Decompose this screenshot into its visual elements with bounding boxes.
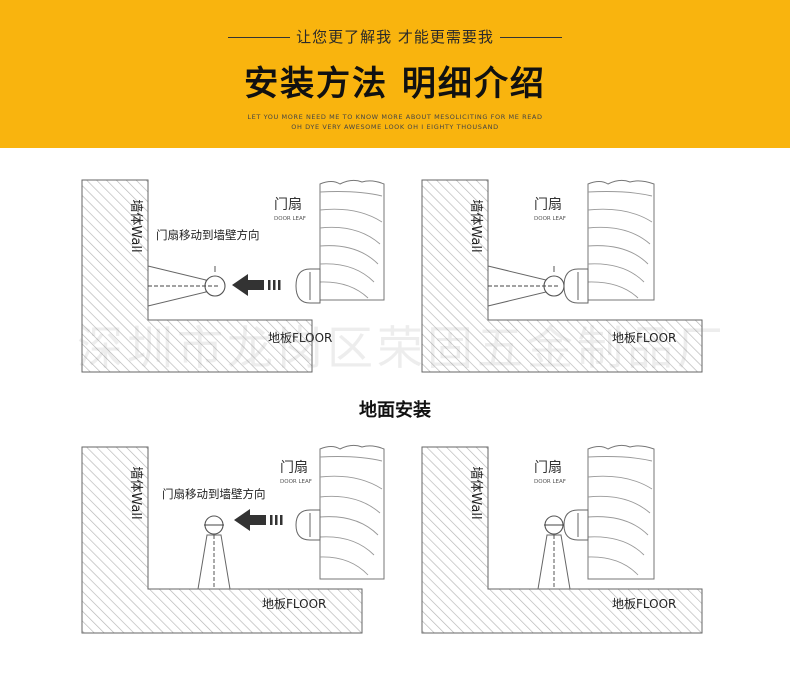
door-stop-catch (295, 509, 321, 541)
diagram-wall-mount-before: 墙体Wall 门扇移动到墙壁方向 门扇 DOOR LEAF 地板FLOOR (81, 179, 385, 373)
section-title-floor-install: 地面安装 (359, 400, 431, 421)
wall-label: 墙体Wall (468, 199, 483, 252)
door-label: 门扇 (534, 197, 562, 213)
floor-door-stopper (537, 515, 571, 590)
move-label: 门扇移动到墙壁方向 (156, 228, 260, 242)
arrow-left-icon (234, 509, 283, 531)
floor-label: 地板FLOOR (268, 331, 332, 345)
wall-label: 墙体Wall (128, 466, 143, 519)
door-leaf-label: DOOR LEAF (534, 216, 566, 222)
door-label: 门扇 (274, 197, 302, 213)
wall-door-stopper (147, 265, 226, 307)
door-leaf-label: DOOR LEAF (280, 479, 312, 485)
wall-floor-hatch (81, 446, 363, 634)
page-title: 安装方法 明细介绍 (244, 64, 546, 104)
door-stop-catch (563, 509, 589, 541)
floor-label: 地板FLOOR (612, 331, 676, 345)
header-banner: 让您更了解我 才能更需要我 安装方法 明细介绍 LET YOU MORE NEE… (0, 0, 790, 148)
wall-door-stopper (487, 265, 565, 307)
floor-label: 地板FLOOR (262, 597, 326, 611)
door-leaf (587, 179, 655, 301)
tagline-rule-right (499, 37, 562, 38)
tagline: 让您更了解我 才能更需要我 (0, 26, 790, 47)
door-leaf-label: DOOR LEAF (534, 479, 566, 485)
subtitle-line-1: LET YOU MORE NEED ME TO KNOW MORE ABOUT … (247, 113, 543, 121)
door-leaf (319, 444, 385, 580)
door-label: 门扇 (280, 460, 308, 476)
door-stop-catch (295, 268, 321, 304)
arrow-left-icon (232, 274, 281, 296)
diagram-floor-mount-before: 墙体Wall 门扇移动到墙壁方向 门扇 DOOR LEAF 地板FLOOR (81, 444, 385, 634)
wall-floor-hatch (421, 446, 703, 634)
diagram-floor-mount-after: 墙体Wall 门扇 DOOR LEAF 地板FLOOR (421, 444, 703, 634)
door-leaf-label: DOOR LEAF (274, 216, 306, 222)
door-leaf (587, 444, 655, 580)
tagline-text: 让您更了解我 才能更需要我 (296, 28, 494, 46)
tagline-rule-left (228, 37, 291, 38)
move-label: 门扇移动到墙壁方向 (162, 487, 266, 501)
wall-label: 墙体Wall (468, 466, 483, 519)
diagram-wall-mount-after: 墙体Wall 门扇 DOOR LEAF 地板FLOOR (421, 179, 703, 373)
wall-label: 墙体Wall (128, 199, 143, 252)
door-stop-catch (563, 268, 589, 304)
floor-label: 地板FLOOR (612, 597, 676, 611)
floor-door-stopper (197, 515, 231, 590)
wall-floor-hatch (421, 179, 703, 373)
subtitle-line-2: OH DYE VERY AWESOME LOOK OH I EIGHTY THO… (291, 123, 499, 131)
wall-floor-hatch (81, 179, 313, 373)
door-label: 门扇 (534, 460, 562, 476)
door-leaf (319, 179, 385, 301)
